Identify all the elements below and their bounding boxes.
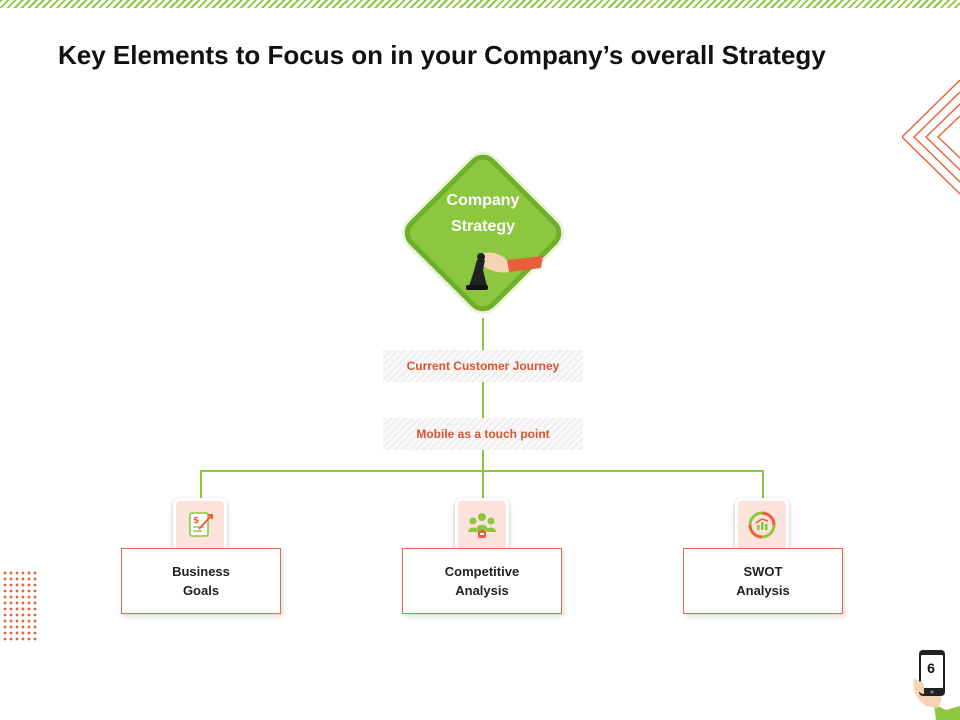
business-goals-line2: Goals	[182, 583, 220, 598]
swot-analysis-line2: Analysis	[736, 583, 790, 598]
competitive-analysis-card: Competitive Analysis	[402, 548, 562, 614]
business-goals-card: Business Goals	[121, 548, 281, 614]
dollar-document-icon: $	[189, 512, 213, 537]
connector-middle-drop	[482, 470, 484, 500]
page-number: 6	[927, 660, 935, 676]
corner-lines-decoration	[902, 80, 960, 195]
connector-right-drop	[762, 470, 764, 500]
slide-title: Key Elements to Focus on in your Company…	[58, 40, 826, 70]
team-analysis-icon	[468, 513, 496, 538]
svg-text:$: $	[193, 516, 199, 526]
competitive-analysis-line1: Competitive	[444, 564, 520, 579]
hand-chess-piece-icon	[466, 252, 543, 290]
dot-grid-decoration	[2, 570, 38, 642]
connector-left-drop	[200, 470, 202, 500]
swot-cycle-icon	[748, 511, 776, 539]
step-current-customer-journey: Current Customer Journey	[383, 350, 583, 382]
swot-analysis-card: SWOT Analysis	[683, 548, 843, 614]
swot-analysis-tile	[735, 498, 789, 552]
business-goals-line1: Business	[172, 564, 230, 579]
competitive-analysis-tile	[455, 498, 509, 552]
step-mobile-touch-point: Mobile as a touch point	[383, 418, 583, 450]
hand-phone-icon	[913, 650, 960, 720]
company-strategy-node: Company Strategy	[398, 148, 568, 318]
company-strategy-label: Company Strategy	[446, 192, 520, 235]
competitive-analysis-line2: Analysis	[455, 583, 509, 598]
business-goals-tile: $	[173, 498, 227, 552]
top-stripe-band	[0, 0, 960, 8]
swot-analysis-line1: SWOT	[743, 564, 783, 579]
connector-center-to-steps	[482, 318, 484, 470]
